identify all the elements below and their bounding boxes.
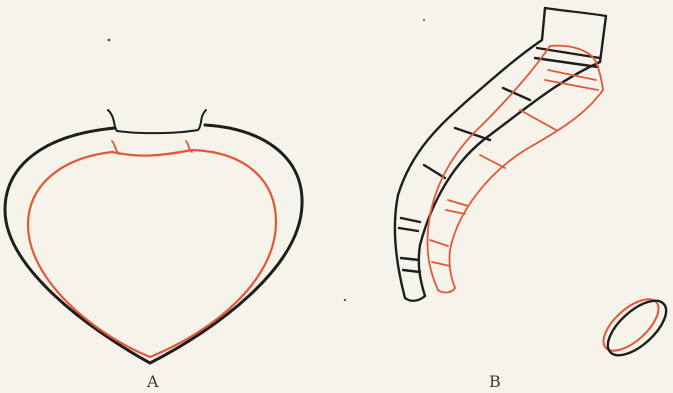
figure-b-black-lower-edge	[419, 16, 606, 296]
print-specks	[108, 19, 425, 301]
figure-b	[395, 8, 606, 301]
figure-b-red-lower-edge	[449, 90, 603, 288]
figure-b-black-segment-8	[401, 258, 419, 260]
figure-label-b: B	[489, 374, 501, 390]
figure-a-notch-black	[108, 110, 206, 133]
figure-label-a: A	[147, 374, 159, 390]
figure-b-red-segment-1	[548, 70, 596, 80]
figure-b-red-segment-5	[448, 200, 468, 206]
figure-b-black-segment-2	[535, 58, 598, 67]
print-speck	[108, 39, 111, 42]
figure-a-inner-red-outline	[28, 150, 276, 357]
figure-b-red-segment-3	[520, 110, 556, 130]
figure-b-red-segment-7	[430, 240, 448, 246]
figure-b-red	[427, 46, 603, 293]
figure-b-black-segment-lines	[399, 48, 600, 272]
figure-b-red-segment-6	[446, 210, 465, 214]
figure-b-black-segment-7	[399, 228, 418, 231]
figure-b-black-segment-5	[424, 165, 445, 178]
figure-b-black-top-cap	[545, 8, 606, 16]
figure-b-oval-pair	[595, 290, 673, 364]
figure-a	[5, 110, 302, 363]
figure-b-black-segment-9	[403, 270, 420, 272]
figure-b-red-tip	[438, 288, 455, 292]
figure-b-red-segment-4	[480, 155, 505, 168]
figure-a-outer-black-outline	[5, 125, 302, 363]
figure-b-red-segment-8	[432, 262, 450, 266]
figure-b-black-segment-6	[401, 218, 420, 222]
print-speck	[423, 19, 425, 21]
figure-b-black-tip	[405, 296, 425, 301]
print-speck	[344, 299, 346, 301]
